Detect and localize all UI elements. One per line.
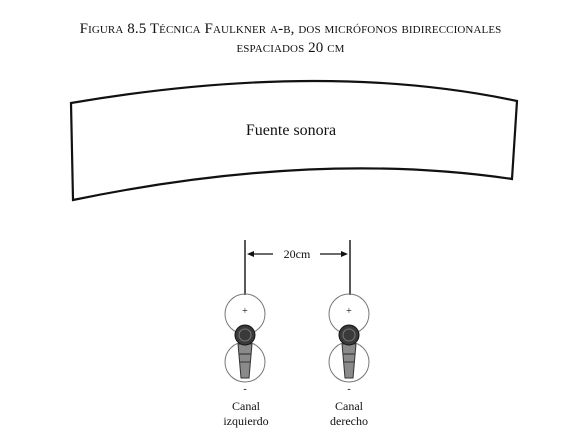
- figure-caption-line-2: espaciados 20 cm: [236, 40, 345, 56]
- sound-source-label: Fuente sonora: [246, 122, 336, 139]
- spacing-dimension: [244, 240, 351, 295]
- right-front-sign: +: [346, 306, 352, 317]
- right-channel-label-line-2: derecho: [330, 414, 368, 428]
- left-front-sign: +: [242, 306, 248, 317]
- figure-caption: Figura 8.5 Técnica Faulkner a-b, dos mic…: [0, 20, 581, 58]
- left-microphone: + - Canal izquierdo: [223, 293, 269, 428]
- left-mic-body: [237, 343, 253, 379]
- left-mic-capsule: [234, 324, 256, 346]
- left-channel-label-line-2: izquierdo: [223, 414, 268, 428]
- right-channel-label-line-1: Canal: [335, 399, 364, 413]
- left-rear-sign: -: [243, 384, 246, 395]
- figure-caption-line-1: Figura 8.5 Técnica Faulkner a-b, dos mic…: [79, 21, 502, 37]
- right-mic-capsule: [338, 324, 360, 346]
- right-microphone: + - Canal derecho: [328, 293, 370, 428]
- spacing-label: 20cm: [284, 247, 311, 261]
- right-rear-sign: -: [347, 384, 350, 395]
- left-channel-label-line-1: Canal: [232, 399, 261, 413]
- right-mic-body: [341, 343, 357, 379]
- sound-source-box: [69, 79, 519, 202]
